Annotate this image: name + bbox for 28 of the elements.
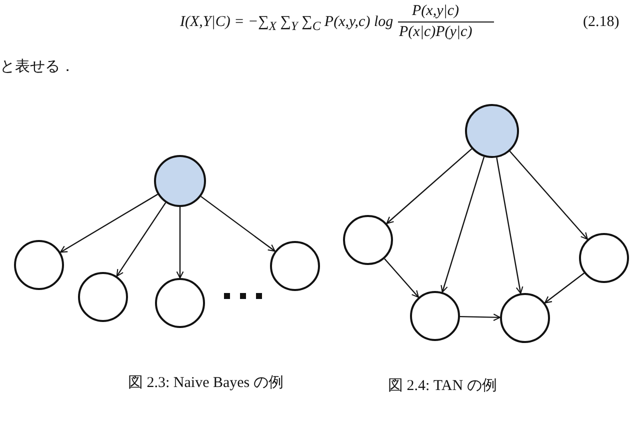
arrow [496,157,524,294]
arrow [200,196,276,252]
attribute-node-circle [155,278,205,328]
attribute-node-circle [410,291,460,341]
attribute-node-circle [579,233,629,283]
attribute-node-circle [343,215,393,265]
figure-caption: 図 2.3: Naive Bayes の例 [128,374,284,392]
arrow [440,156,485,293]
figure-caption: 図 2.4: TAN の例 [388,377,497,395]
fraction-numerator: P(x,y|c) [412,2,459,20]
attribute-node-circle [78,272,128,322]
equation-number: (2.18) [583,13,620,31]
attribute-node-circle [500,293,550,343]
attribute-node-circle [14,240,64,290]
formula: I(X,Y|C) = −∑$_{X}$ ∑$_{Y}$ ∑$_{C}$ P(x,y,c) log [180,13,394,35]
arrow [384,258,419,298]
arrow [116,202,166,277]
arrow [60,194,158,253]
body-text: と表せる． [0,58,75,76]
arrow [386,148,472,224]
arrow [460,314,501,322]
arrow [509,150,588,240]
attribute-node-circle [270,241,320,291]
arrow [544,272,584,304]
class-node-circle [465,104,519,158]
fraction-denominator: P(x|c)P(y|c) [399,23,472,41]
class-node-circle [154,155,206,207]
arrow [176,207,184,279]
